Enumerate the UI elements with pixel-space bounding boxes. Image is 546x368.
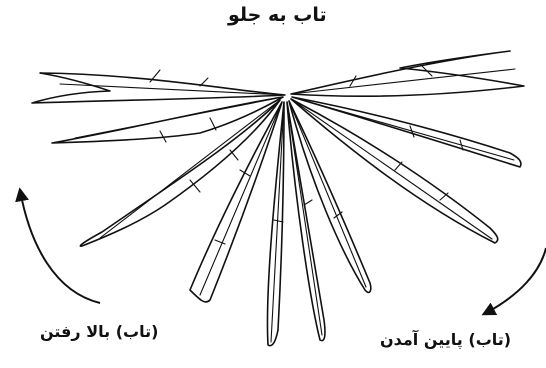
frond-veins <box>60 64 515 342</box>
label-going-up: (تاب) بالا رفتن <box>40 322 158 341</box>
frond-fan <box>32 51 524 346</box>
frond-right-top <box>291 51 524 96</box>
frond-left-top <box>32 73 285 103</box>
label-forward: تاب به جلو <box>228 4 327 26</box>
frond-left-low <box>80 100 280 246</box>
arrow-going-up <box>20 190 100 303</box>
label-coming-down: (تاب) پایین آمدن <box>380 330 511 349</box>
arrow-coming-down <box>484 248 546 314</box>
frond-right-mid <box>292 97 521 167</box>
